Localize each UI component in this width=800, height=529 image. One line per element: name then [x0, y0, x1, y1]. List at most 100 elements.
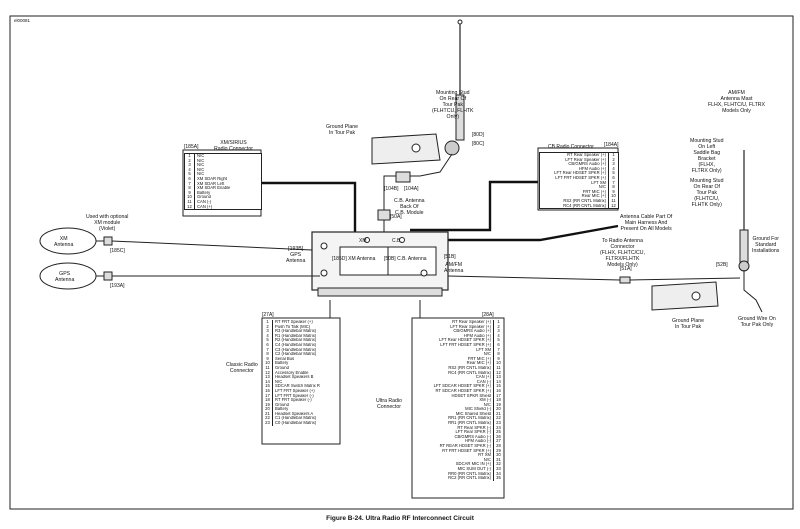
pin-number: 2	[608, 157, 618, 163]
pin-function: N/C	[197, 172, 205, 177]
figure-caption: Figure B-24. Ultra Radio RF Interconnect…	[326, 515, 474, 522]
pin-function: RT FRT HDSET SPKR (+)	[442, 448, 491, 453]
ground-plane-top	[371, 133, 460, 165]
pin-number: 18	[263, 398, 273, 403]
pin-number: 12	[608, 203, 618, 209]
pin-number: 28	[493, 444, 503, 449]
pin-function: Battery	[275, 361, 289, 366]
pin-function: LFT FRT HDSET SPKR (+)	[555, 175, 606, 180]
pin-row: LFT FRT HDSET SPKR (+)6	[540, 175, 618, 181]
label-cable-part: Antenna Cable Part Of Main Harness And P…	[620, 214, 673, 232]
pin-function: XM SDAR Right	[197, 176, 228, 181]
connector-51b: [51B]	[444, 254, 456, 260]
pin-number: 27	[493, 439, 503, 445]
label-mounting-stud-top: Mounting Stud On Rear Of Tour Pak (FLHTC…	[432, 90, 474, 120]
pin-function: C0 (Handlebar Matrix)	[275, 421, 317, 426]
pin-function: Battery	[197, 190, 211, 195]
pin-function: Ground	[197, 195, 211, 200]
port-50b-cb-antenna: [50B] C.B. Antenna	[384, 256, 427, 262]
pin-number: 2	[263, 324, 273, 330]
pin-function: XM SDAR Left	[197, 181, 225, 186]
label-xm-used: Used with optional XM module (Violet)	[86, 214, 129, 232]
pin-function: RT XM	[478, 453, 491, 458]
pin-function: RT FRT Speaker (+)	[275, 320, 313, 324]
pin-number: 6	[608, 175, 618, 181]
pin-function: N/C	[598, 185, 606, 190]
pin-number: 4	[263, 333, 273, 339]
pin-function: RT SDCAR HDSET SPKR (+)	[435, 388, 492, 393]
pin-row: MIC SUM OUT (-)33	[413, 467, 503, 472]
pin-function: N/C	[197, 158, 205, 163]
pin-number: 2	[185, 158, 195, 164]
pin-function: LFT FRT Speaker (-)	[275, 393, 314, 398]
pin-number: 4	[608, 166, 618, 172]
pin-number: 30	[493, 453, 503, 458]
pin-number: 17	[263, 393, 273, 399]
pin-number: 13	[263, 375, 273, 380]
pin-row: RT Rear Speaker (+)1	[413, 320, 503, 325]
pin-function: CB/GMRS Audio (-)	[454, 434, 491, 439]
pin-row: CAN (-)14	[413, 379, 503, 385]
pin-number: 7	[185, 181, 195, 187]
connector-51a: [51A]	[620, 266, 632, 272]
pin-function: XM (-)	[479, 398, 491, 403]
pin-row: RC2 (RR CNTL Matrix)35	[413, 476, 503, 481]
pin-function: RS2 (RR CNTL Matrix)	[448, 365, 491, 370]
port-xm: XM	[359, 238, 367, 244]
pin-function: C3 (Handlebar Matrix)	[275, 347, 317, 352]
pin-function: HFM Audio (+)	[463, 333, 491, 338]
pin-function: LFT Rear Speaker (+)	[450, 324, 491, 329]
pin-function: SDCAR Switch Matrix R	[275, 384, 320, 389]
label-ground-standard: Ground For Standard Installations	[752, 236, 780, 254]
pin-row: FRT MIC (+)9	[540, 189, 618, 195]
pin-number: 15	[493, 384, 503, 389]
pin-function: C2 (Handlebar Matrix)	[275, 352, 317, 357]
connector-27a: [27A]	[262, 312, 274, 318]
pin-number: 6	[263, 342, 273, 348]
pin-number: 29	[493, 448, 503, 454]
pin-function: R1 (Handlebar Matrix)	[275, 333, 317, 338]
label-ultra-connector: Ultra Radio Connector	[376, 398, 402, 410]
pin-number: 5	[263, 338, 273, 343]
pin-row: HFM Audio (-)27	[413, 439, 503, 445]
pin-function: RT REAR HDSET SPKR (-)	[439, 444, 491, 449]
pin-function: LFT Rear Speaker (+)	[565, 157, 606, 162]
pin-number: 6	[185, 176, 195, 182]
pin-row: FRT MIC (+)9	[413, 356, 503, 362]
pin-number: 21	[493, 411, 503, 417]
radio-module	[311, 231, 449, 297]
pin-number: 2	[493, 324, 503, 330]
pin-number: 18	[493, 398, 503, 403]
pin-number: 9	[493, 356, 503, 362]
pin-number: 23	[493, 421, 503, 426]
pin-row: LFT FRT HDSET SPKR (+)6	[413, 342, 503, 348]
pin-number: 3	[263, 329, 273, 334]
pin-function: LFT Rear HDSET SPKR (+)	[439, 338, 491, 343]
pin-function: C4 (Handlebar Matrix)	[275, 342, 317, 347]
pin-number: 24	[493, 425, 503, 431]
pin-row: CB/GMRS Audio (+)3	[413, 329, 503, 334]
pin-number: 31	[493, 457, 503, 463]
pin-function: CAN (+)	[475, 375, 491, 380]
pin-number: 8	[263, 352, 273, 357]
pin-number: 11	[493, 365, 503, 371]
pin-function: Rear MIC (+)	[466, 361, 491, 366]
